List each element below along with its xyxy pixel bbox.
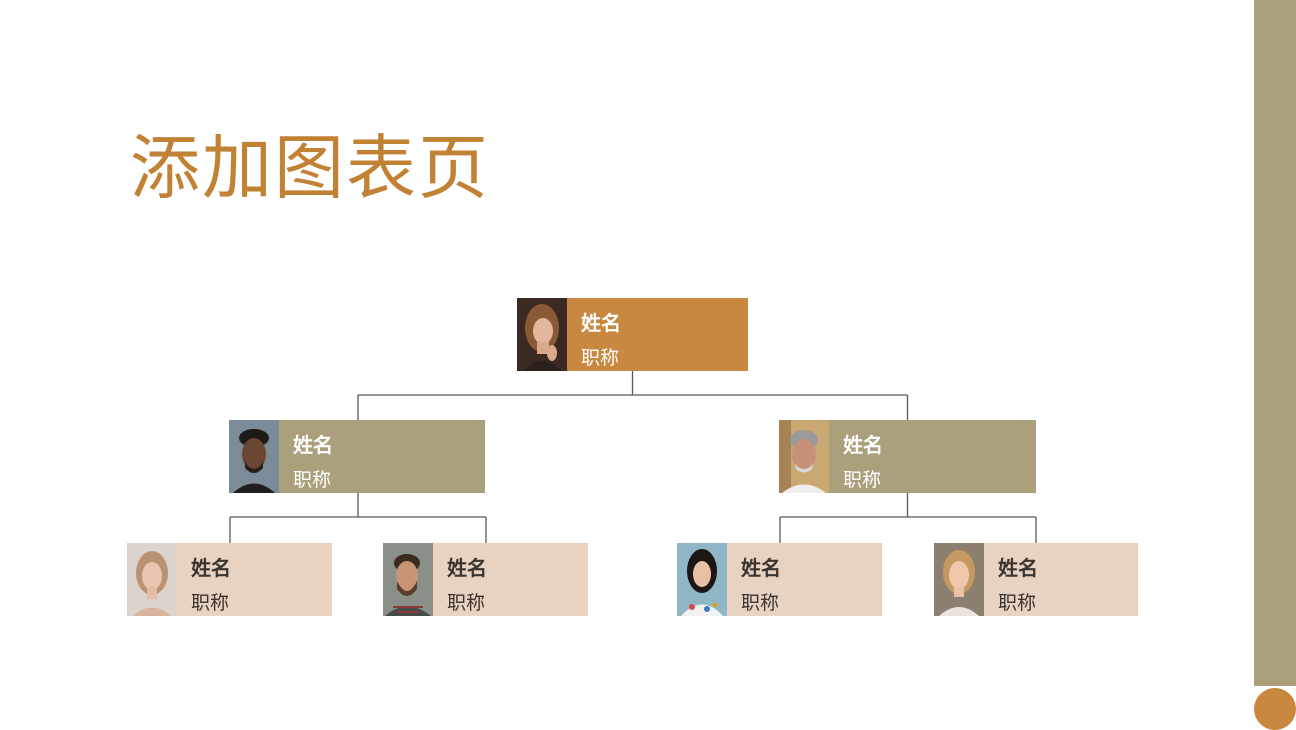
connector-root-to-level2 <box>357 371 909 420</box>
org-node-level2-right[interactable]: 姓名 职称 <box>779 420 1036 493</box>
corner-circle-decoration <box>1254 688 1296 730</box>
node-name: 姓名 <box>741 556 781 580</box>
org-node-root[interactable]: 姓名 职称 <box>517 298 748 371</box>
node-name: 姓名 <box>998 556 1038 580</box>
node-role: 职称 <box>741 592 780 614</box>
org-node-level2-left[interactable]: 姓名 职称 <box>229 420 485 493</box>
side-accent-bar <box>1254 0 1296 686</box>
node-role: 职称 <box>843 469 882 491</box>
node-role: 职称 <box>191 592 230 614</box>
org-node-level3-1[interactable]: 姓名 职称 <box>127 543 332 616</box>
org-node-level3-3[interactable]: 姓名 职称 <box>677 543 882 616</box>
org-node-level3-4[interactable]: 姓名 职称 <box>934 543 1138 616</box>
node-role: 职称 <box>447 592 486 614</box>
slide-title: 添加图表页 <box>130 127 490 209</box>
node-role: 职称 <box>581 347 620 369</box>
bearded-man-portrait-icon <box>383 543 433 616</box>
connector-right-to-level3 <box>779 493 1037 543</box>
man-portrait-icon <box>229 420 279 493</box>
node-role: 职称 <box>293 469 332 491</box>
woman-portrait-icon <box>677 543 727 616</box>
node-name: 姓名 <box>581 311 621 335</box>
node-name: 姓名 <box>293 433 333 457</box>
woman-portrait-icon <box>934 543 984 616</box>
woman-portrait-icon <box>127 543 177 616</box>
node-name: 姓名 <box>191 556 231 580</box>
node-name: 姓名 <box>447 556 487 580</box>
org-node-level3-2[interactable]: 姓名 职称 <box>383 543 588 616</box>
woman-portrait-icon <box>517 298 567 371</box>
node-role: 职称 <box>998 592 1037 614</box>
node-name: 姓名 <box>843 433 883 457</box>
connector-left-to-level3 <box>229 493 487 543</box>
older-man-portrait-icon <box>779 420 829 493</box>
